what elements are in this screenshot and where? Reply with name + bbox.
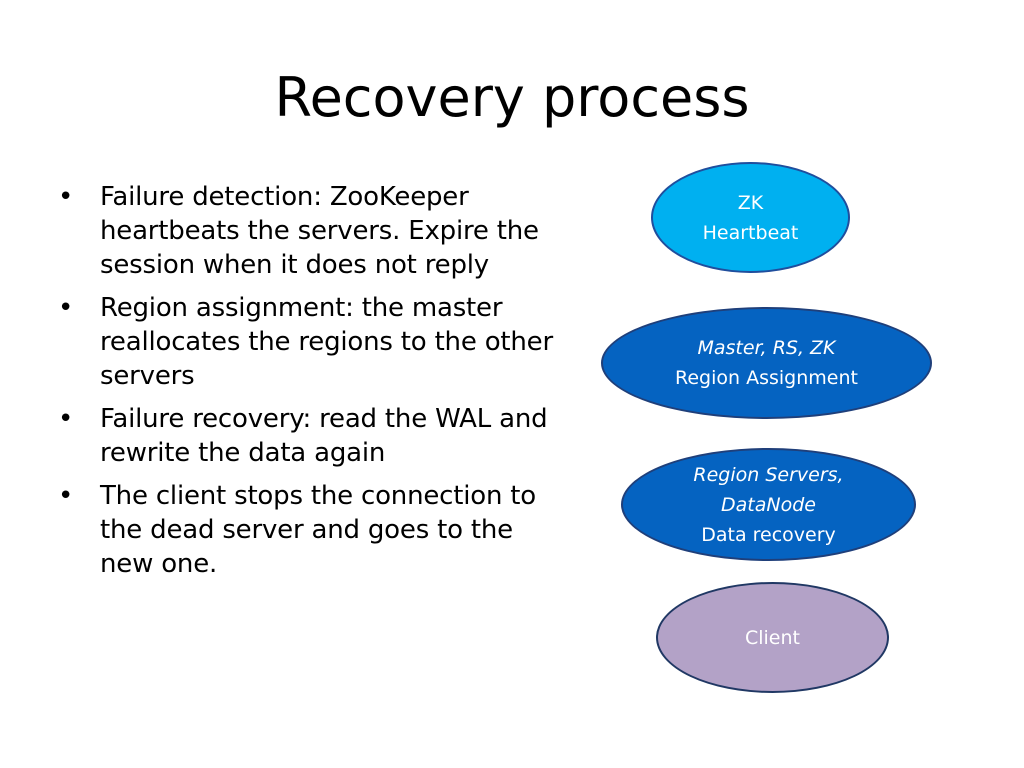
bullet-icon: • [58, 404, 74, 434]
bullet-text: Region assignment: the master reallocate… [100, 293, 553, 391]
node-line: Client [744, 626, 800, 649]
bullet-item-client-reconnect: • The client stops the connection to the… [58, 479, 568, 581]
client-node: Client [656, 582, 889, 693]
node-line: Region Servers, [693, 463, 844, 486]
bullet-item-failure-recovery: • Failure recovery: read the WAL and rew… [58, 402, 568, 470]
slide-title: Recovery process [274, 66, 750, 129]
bullet-item-region-assignment: • Region assignment: the master realloca… [58, 291, 568, 393]
bullet-icon: • [58, 182, 74, 212]
bullet-text: The client stops the connection to the d… [100, 481, 537, 579]
node-line: ZK [737, 191, 764, 214]
node-line: DataNode [721, 493, 816, 516]
bullet-item-failure-detection: • Failure detection: ZooKeeper heartbeat… [58, 180, 568, 282]
bullet-text: Failure recovery: read the WAL and rewri… [100, 404, 548, 468]
node-line: Data recovery [701, 523, 836, 546]
bullet-text: Failure detection: ZooKeeper heartbeats … [100, 182, 539, 280]
region-assignment-node: Master, RS, ZK Region Assignment [601, 307, 932, 419]
bullet-list: • Failure detection: ZooKeeper heartbeat… [58, 180, 568, 590]
bullet-icon: • [58, 293, 74, 323]
node-line: Master, RS, ZK [697, 337, 836, 359]
zk-heartbeat-node: ZK Heartbeat [651, 162, 850, 273]
node-line: Region Assignment [675, 367, 858, 389]
data-recovery-node: Region Servers, DataNode Data recovery [621, 448, 916, 561]
bullet-icon: • [58, 481, 74, 511]
node-line: Heartbeat [702, 221, 799, 244]
